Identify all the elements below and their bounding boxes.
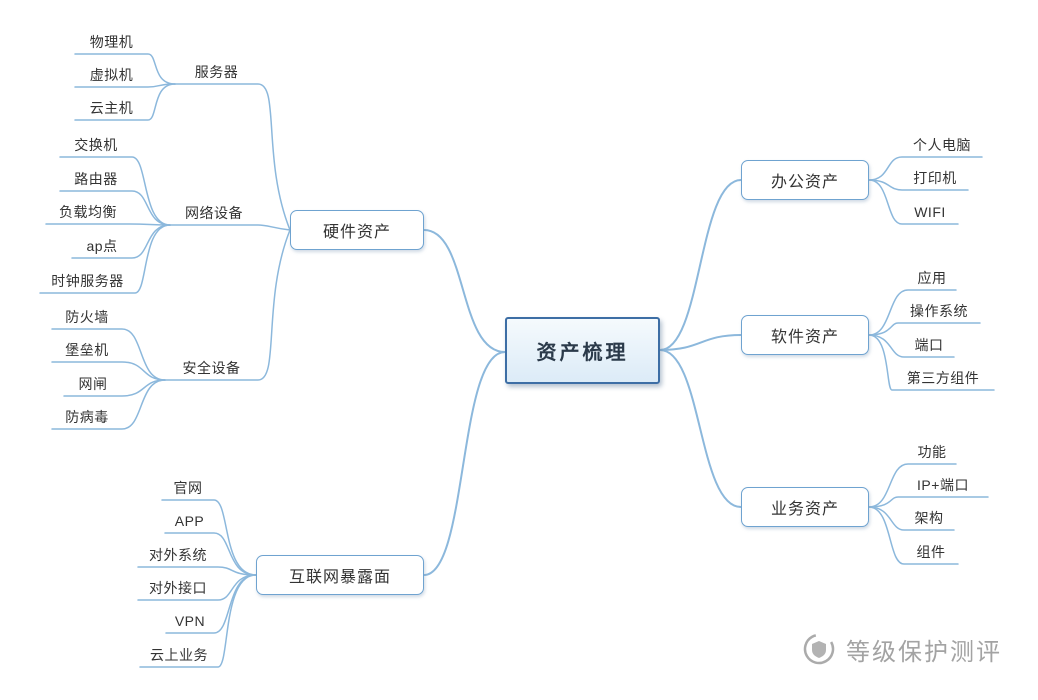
leaf-clock-server[interactable]: 时钟服务器 [51,273,124,289]
edge-network-switch [59,156,171,226]
watermark: 等级保护测评 [800,630,1002,668]
root-label: 资产梳理 [536,342,629,364]
leaf-printer[interactable]: 打印机 [913,170,957,186]
leaf-external-system[interactable]: 对外系统 [149,547,207,563]
edge-internet-external-system [137,566,257,576]
edge-office-printer [868,179,969,191]
edge-hardware-network [169,224,291,231]
leaf-external-interface[interactable]: 对外接口 [149,580,207,596]
leaf-network-gap[interactable]: 网闸 [78,376,108,392]
leaf-port[interactable]: 端口 [914,337,944,353]
edge-network-clock-server [39,224,171,294]
leaf-ip-port[interactable]: IP+端口 [917,477,969,493]
leaf-virtual-machine[interactable]: 虚拟机 [89,67,134,83]
leaf-router[interactable]: 路由器 [74,171,118,187]
branch-label: 互联网暴露面 [288,569,391,586]
edge-hardware-security [164,229,291,381]
branch-hardware-assets[interactable]: 硬件资产 [290,210,424,250]
edge-business-ip-port [868,496,989,508]
edge-business-function [868,463,957,508]
leaf-antivirus[interactable]: 防病毒 [65,409,109,425]
edge-software-port [868,334,955,358]
leaf-app[interactable]: APP [174,513,205,529]
leaf-wifi[interactable]: WIFI [914,204,946,220]
branch-office-assets[interactable]: 办公资产 [741,160,869,200]
leaf-official-website[interactable]: 官网 [173,480,203,496]
leaf-vpn[interactable]: VPN [174,613,206,629]
leaf-third-party-components[interactable]: 第三方组件 [906,370,980,386]
edge-root-office [659,179,742,351]
leaf-personal-computer[interactable]: 个人电脑 [913,137,971,153]
leaf-firewall[interactable]: 防火墙 [65,309,109,325]
edge-root-business [659,349,742,508]
branch-software-assets[interactable]: 软件资产 [741,315,869,355]
branch-label: 办公资产 [770,174,839,191]
leaf-ap-point[interactable]: ap点 [86,238,118,254]
edge-software-third-party [868,334,995,391]
leaf-physical-machine[interactable]: 物理机 [89,34,134,50]
branch-business-assets[interactable]: 业务资产 [741,487,869,527]
edge-security-firewall [51,328,166,381]
branch-internet-exposure[interactable]: 互联网暴露面 [256,555,424,595]
edge-office-personal-computer [868,156,983,181]
leaf-cloud-host[interactable]: 云主机 [89,100,134,116]
leaf-component[interactable]: 组件 [916,544,946,560]
leaf-architecture[interactable]: 架构 [914,510,944,526]
root-node-asset-sorting[interactable]: 资产梳理 [505,317,660,384]
edge-server-physical-machine [74,53,176,85]
group-server[interactable]: 服务器 [194,64,239,80]
leaf-load-balancer[interactable]: 负载均衡 [59,204,117,220]
edge-network-load-balancer [45,223,171,226]
edge-internet-app [164,532,257,576]
leaf-bastion-host[interactable]: 堡垒机 [65,342,109,358]
edge-internet-official-website [161,499,257,576]
edge-network-router [59,190,171,226]
edge-hardware-server [174,83,291,231]
edge-business-component [868,506,959,565]
leaf-function[interactable]: 功能 [917,444,947,460]
leaf-cloud-business[interactable]: 云上业务 [150,647,208,663]
leaf-switch[interactable]: 交换机 [74,137,118,153]
edge-server-cloud-host [74,83,176,121]
watermark-logo-icon [803,633,835,665]
branch-label: 软件资产 [770,329,839,346]
leaf-operating-system[interactable]: 操作系统 [910,303,968,319]
edge-security-antivirus [51,379,166,430]
edge-software-application [868,289,957,336]
watermark-text: 等级保护测评 [846,638,1002,666]
edge-software-operating-system [868,322,981,336]
edge-office-wifi [868,179,959,225]
edge-root-software [659,334,742,351]
group-network-devices[interactable]: 网络设备 [185,205,243,221]
edge-business-architecture [868,506,955,531]
edge-root-internet-exposure [423,351,506,576]
leaf-application[interactable]: 应用 [917,270,947,286]
group-security-devices[interactable]: 安全设备 [182,360,241,376]
edge-internet-cloud-business [139,574,257,668]
edge-root-hardware [423,229,506,353]
branch-label: 业务资产 [770,501,839,518]
edge-security-bastion-host [51,361,166,381]
branch-label: 硬件资产 [322,224,391,241]
